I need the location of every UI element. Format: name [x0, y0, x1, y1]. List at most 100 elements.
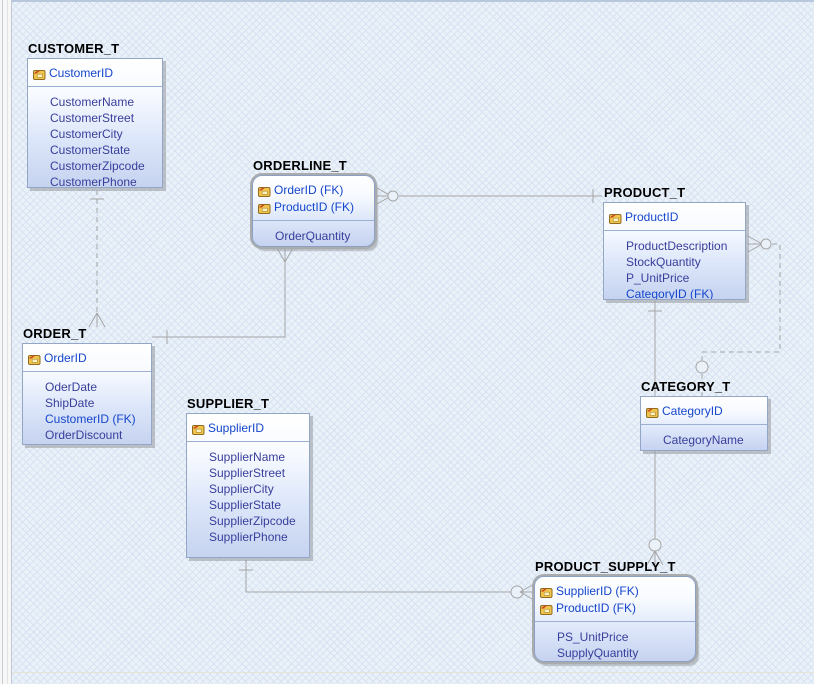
entity-attribute-row[interactable]: CustomerCity — [50, 126, 158, 142]
entity-attribute-row[interactable]: CategoryName — [663, 432, 763, 448]
entity-attribute-row[interactable]: StockQuantity — [626, 254, 741, 270]
entity-attribute-row[interactable]: P_UnitPrice — [626, 270, 741, 286]
entity-title[interactable]: CUSTOMER_T — [28, 41, 120, 56]
cardinality-zero-circle — [648, 538, 662, 552]
attribute-label: SupplierPhone — [209, 530, 288, 544]
entity-attribute-row[interactable]: CustomerID (FK) — [45, 411, 147, 427]
entity-key-section: CategoryID — [641, 397, 767, 425]
entity-box[interactable]: OrderID (FK)ProductID (FK) OrderQuantity — [252, 175, 375, 247]
entity-category_t[interactable]: CATEGORY_T CategoryID CategoryName — [640, 379, 768, 451]
cardinality-zero-circle — [387, 190, 399, 202]
key-icon — [28, 352, 41, 365]
entity-key-row[interactable]: OrderID — [28, 349, 147, 366]
entity-attribute-row[interactable]: SupplierStreet — [209, 465, 305, 481]
key-icon — [540, 602, 553, 615]
entity-attribute-row[interactable]: CustomerStreet — [50, 110, 158, 126]
attribute-label: CustomerZipcode — [50, 159, 145, 173]
entity-attribute-row[interactable]: SupplyQuantity — [557, 645, 691, 661]
attribute-label: CustomerPhone — [50, 175, 137, 188]
entity-title[interactable]: ORDER_T — [23, 326, 87, 341]
entity-attribute-row[interactable]: OrderDiscount — [45, 427, 147, 443]
relationship-order-orderline[interactable] — [152, 247, 294, 344]
key-attribute-label: ProductID (FK) — [556, 600, 637, 615]
cardinality-zero-circle — [760, 238, 772, 250]
entity-product_supply_t[interactable]: PRODUCT_SUPPLY_T SupplierID (FK)ProductI… — [534, 559, 696, 662]
entity-title[interactable]: SUPPLIER_T — [187, 396, 270, 411]
key-attribute-label: ProductID — [625, 209, 679, 224]
relationship-product-category[interactable] — [695, 235, 781, 397]
entity-box[interactable]: SupplierID (FK)ProductID (FK) PS_UnitPri… — [534, 576, 696, 662]
entity-attribute-row[interactable]: SupplierZipcode — [209, 513, 305, 529]
entity-key-row[interactable]: OrderID (FK) — [258, 181, 370, 198]
key-icon — [33, 67, 46, 80]
key-icon — [540, 585, 553, 598]
entity-attribute-row[interactable]: SupplierPhone — [209, 529, 305, 545]
key-icon — [258, 184, 271, 197]
entity-key-row[interactable]: ProductID (FK) — [258, 198, 370, 215]
entity-key-section: SupplierID — [187, 414, 309, 442]
entity-attribute-row[interactable]: CustomerPhone — [50, 174, 158, 188]
attribute-label: CustomerState — [50, 143, 131, 157]
entity-key-row[interactable]: SupplierID (FK) — [540, 582, 691, 599]
entity-attribute-row[interactable]: ProductDescription — [626, 238, 741, 254]
entity-key-row[interactable]: SupplierID — [192, 419, 305, 436]
attribute-label: CustomerStreet — [50, 111, 135, 125]
entity-attribute-row[interactable]: PS_UnitPrice — [557, 629, 691, 645]
key-attribute-label: CategoryID — [662, 403, 723, 418]
entity-key-row[interactable]: ProductID — [609, 208, 741, 225]
relationship-orderline-product[interactable] — [376, 187, 602, 205]
attribute-label: OrderDiscount — [45, 428, 123, 442]
entity-attribute-row[interactable]: CategoryID (FK) — [626, 286, 741, 299]
entity-attribute-row[interactable]: OderDate — [45, 379, 147, 395]
entity-attribute-section: CategoryName — [641, 425, 767, 450]
entity-attribute-row[interactable]: SupplierCity — [209, 481, 305, 497]
left-margin-strip — [0, 0, 12, 684]
entity-attribute-row[interactable]: CustomerZipcode — [50, 158, 158, 174]
entity-attribute-row[interactable]: CustomerState — [50, 142, 158, 158]
relationship-customer-order[interactable] — [88, 190, 106, 328]
entity-key-row[interactable]: CategoryID — [646, 402, 763, 419]
entity-key-row[interactable]: ProductID (FK) — [540, 599, 691, 616]
entity-key-row[interactable]: CustomerID — [33, 64, 158, 81]
canvas-top-edge — [0, 0, 814, 2]
relationship-supplier-productsupply[interactable] — [239, 560, 535, 601]
entity-attribute-row[interactable]: SupplierState — [209, 497, 305, 513]
entity-attribute-row[interactable]: OrderQuantity — [275, 228, 370, 244]
entity-key-section: SupplierID (FK)ProductID (FK) — [535, 577, 695, 622]
entity-attribute-row[interactable]: ShipDate — [45, 395, 147, 411]
entity-title[interactable]: CATEGORY_T — [641, 379, 731, 394]
attribute-label: CustomerCity — [50, 127, 123, 141]
entity-title[interactable]: ORDERLINE_T — [253, 158, 347, 173]
key-icon — [609, 211, 622, 224]
key-icon — [646, 405, 659, 418]
cardinality-zero-circle — [695, 360, 709, 374]
entity-key-section: OrderID — [23, 344, 151, 372]
entity-attribute-row[interactable]: SupplierName — [209, 449, 305, 465]
entity-attribute-row[interactable]: CustomerName — [50, 94, 158, 110]
entity-box[interactable]: CategoryID CategoryName — [640, 396, 768, 451]
entity-title[interactable]: PRODUCT_SUPPLY_T — [535, 559, 676, 574]
entity-orderline_t[interactable]: ORDERLINE_T OrderID (FK)ProductID (FK) O… — [252, 158, 375, 247]
margin-divider-line — [2, 0, 3, 684]
attribute-label: SupplierState — [209, 498, 282, 512]
entity-attribute-section: OrderQuantity — [253, 221, 374, 246]
key-attribute-label: OrderID — [44, 350, 87, 365]
entity-title[interactable]: PRODUCT_T — [604, 185, 686, 200]
attribute-label: SupplierName — [209, 450, 286, 464]
